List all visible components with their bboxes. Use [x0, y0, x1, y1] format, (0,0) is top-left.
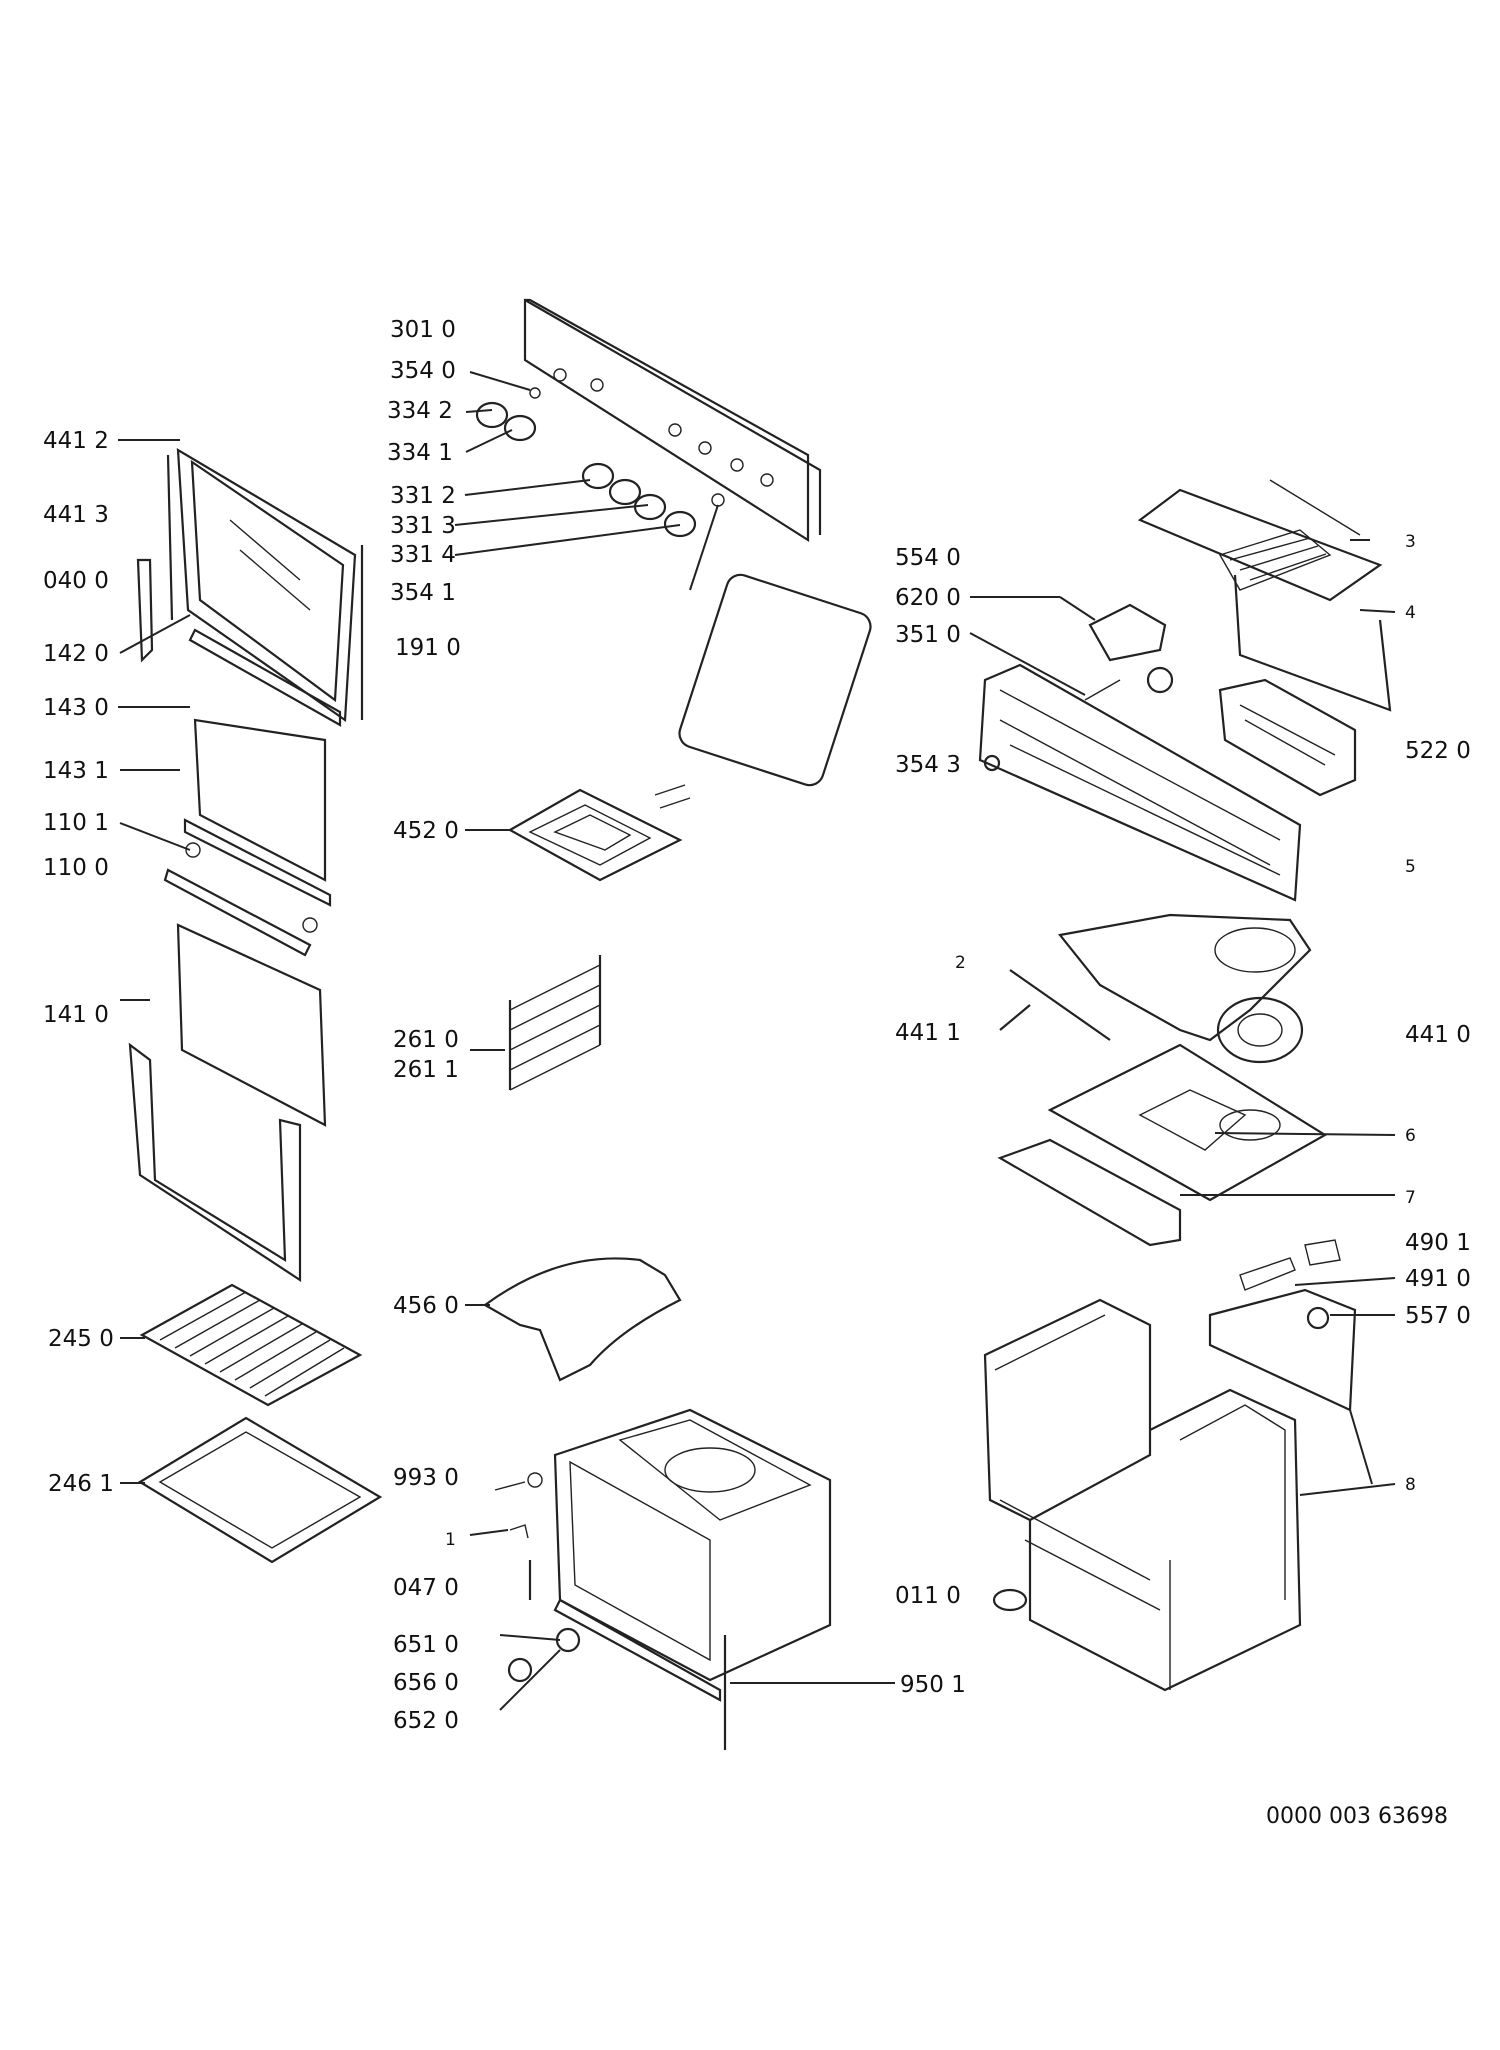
carcass-part — [983, 1298, 1302, 1692]
door-gasket-part — [678, 573, 872, 787]
label-522-0: 522 0 — [1405, 738, 1471, 764]
glass-trim-part — [183, 818, 332, 907]
label-4: 4 — [1405, 603, 1416, 623]
label-5: 5 — [1405, 857, 1416, 877]
part-labels: 301 0 354 0 334 2 334 1 441 2 441 3 331 … — [43, 317, 1471, 1829]
switch-parts — [1084, 603, 1174, 701]
label-351-0: 351 0 — [895, 622, 961, 648]
control-frame-part — [978, 663, 1302, 902]
door-frame-part — [166, 447, 364, 727]
label-8: 8 — [1405, 1475, 1416, 1495]
label-246-1: 246 1 — [48, 1471, 114, 1497]
label-047-0: 047 0 — [393, 1575, 459, 1601]
label-456-0: 456 0 — [393, 1293, 459, 1319]
label-441-0: 441 0 — [1405, 1022, 1471, 1048]
label-652-0: 652 0 — [393, 1708, 459, 1734]
label-143-1: 143 1 — [43, 758, 109, 784]
label-620-0: 620 0 — [895, 585, 961, 611]
screw-part — [983, 754, 1001, 772]
label-191-0: 191 0 — [395, 635, 461, 661]
label-441-2: 441 2 — [43, 428, 109, 454]
label-656-0: 656 0 — [393, 1670, 459, 1696]
label-040-0: 040 0 — [43, 568, 109, 594]
fan-cover-part — [997, 1043, 1328, 1247]
label-554-0: 554 0 — [895, 545, 961, 571]
label-354-1: 354 1 — [390, 580, 456, 606]
label-354-3: 354 3 — [895, 752, 961, 778]
shelf-support-part — [508, 955, 602, 1091]
grill-element-part — [507, 784, 691, 882]
wire-shelf-part — [139, 1283, 363, 1407]
door-rail-part — [163, 868, 312, 957]
label-950-1: 950 1 — [900, 1672, 966, 1698]
label-490-1: 490 1 — [1405, 1230, 1471, 1256]
door-hinge-part — [136, 558, 154, 663]
label-142-0: 142 0 — [43, 641, 109, 667]
document-number: 0000 003 63698 — [1266, 1804, 1448, 1829]
small-fasteners-part — [494, 1472, 581, 1683]
bracket-part — [1208, 1239, 1357, 1412]
label-334-2: 334 2 — [387, 398, 453, 424]
label-441-3: 441 3 — [43, 502, 109, 528]
label-261-0: 261 0 — [393, 1027, 459, 1053]
label-261-1: 261 1 — [393, 1057, 459, 1083]
label-993-0: 993 0 — [393, 1465, 459, 1491]
label-354-0: 354 0 — [390, 358, 456, 384]
label-2: 2 — [955, 953, 966, 973]
label-334-1: 334 1 — [387, 440, 453, 466]
control-panel-part — [523, 298, 822, 543]
label-110-0: 110 0 — [43, 855, 109, 881]
label-452-0: 452 0 — [393, 818, 459, 844]
foot-part — [992, 1588, 1028, 1612]
label-6: 6 — [1405, 1126, 1416, 1146]
label-331-4: 331 4 — [390, 542, 456, 568]
leader-lines — [118, 371, 1396, 1711]
label-143-0: 143 0 — [43, 695, 109, 721]
label-141-0: 141 0 — [43, 1002, 109, 1028]
label-110-1: 110 1 — [43, 810, 109, 836]
label-245-0: 245 0 — [48, 1326, 114, 1352]
label-441-1: 441 1 — [895, 1020, 961, 1046]
oven-cavity-part — [553, 1408, 832, 1702]
fan-duct-part — [999, 913, 1312, 1064]
top-chassis-part — [1137, 479, 1392, 712]
label-3: 3 — [1405, 532, 1416, 552]
baking-tray-part — [137, 1416, 383, 1564]
label-1: 1 — [445, 1530, 456, 1550]
label-557-0: 557 0 — [1405, 1303, 1471, 1329]
bottom-element-part — [482, 1257, 682, 1382]
electronics-module-part — [1218, 678, 1357, 797]
door-glass-part — [193, 718, 327, 882]
label-331-2: 331 2 — [390, 483, 456, 509]
label-011-0: 011 0 — [895, 1583, 961, 1609]
label-7: 7 — [1405, 1188, 1416, 1208]
label-491-0: 491 0 — [1405, 1266, 1471, 1292]
label-331-3: 331 3 — [390, 513, 456, 539]
label-651-0: 651 0 — [393, 1632, 459, 1658]
inner-glass-part — [176, 923, 327, 1127]
label-301-0: 301 0 — [390, 317, 456, 343]
